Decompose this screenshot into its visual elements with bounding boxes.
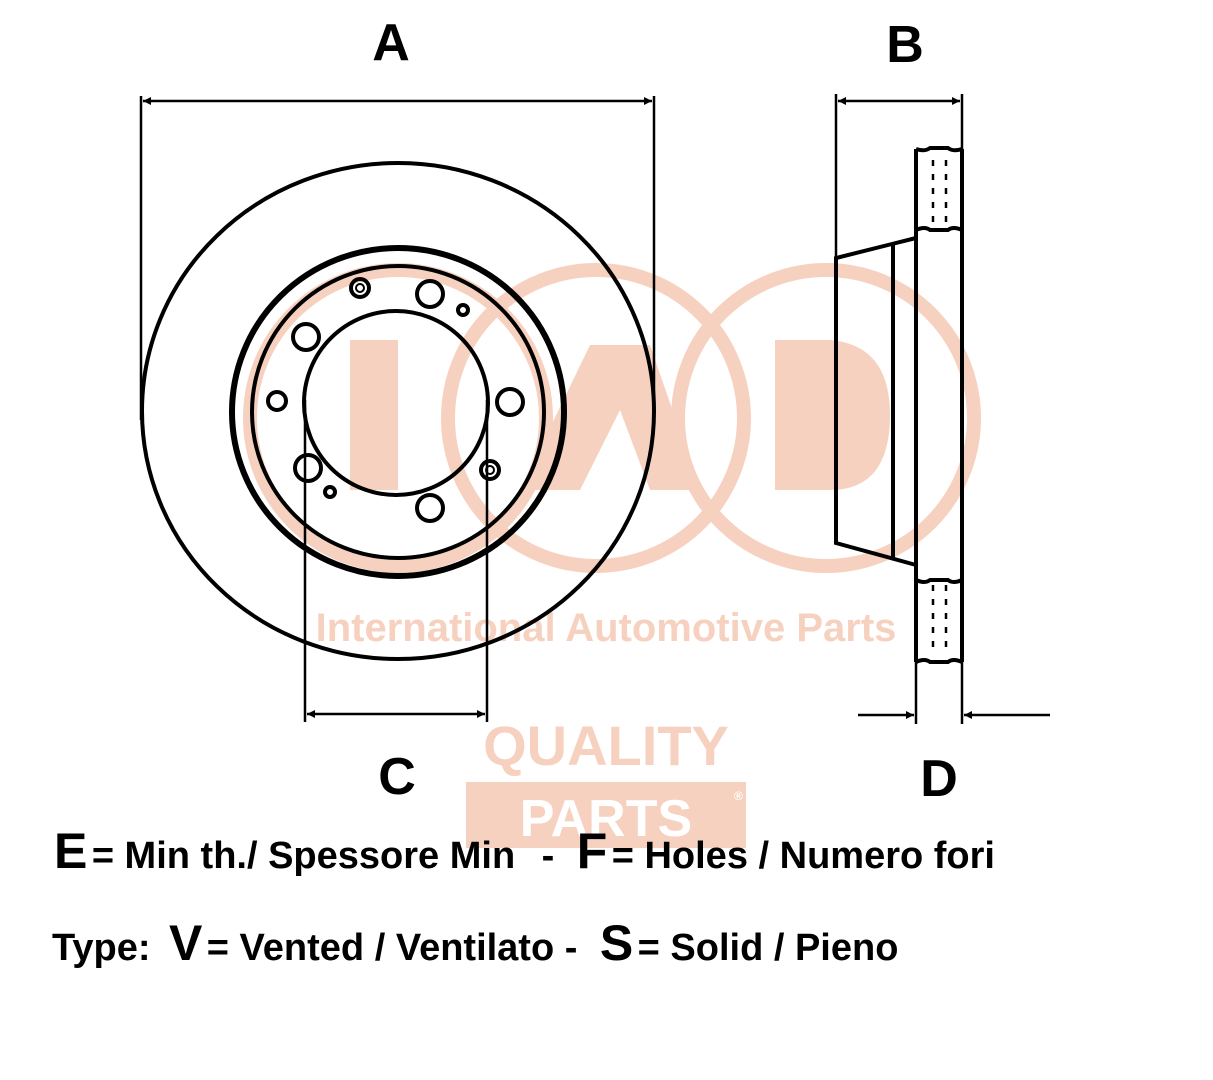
locating-hole: [266, 390, 288, 412]
dimension-b: [834, 94, 964, 258]
disc-hat-outer: [229, 245, 567, 579]
legend-type: Type: V = Vented / Ventilato - S = Solid…: [52, 914, 1213, 972]
disc-hat-inner: [250, 264, 546, 560]
locating-hole: [355, 283, 365, 293]
locating-hole: [349, 277, 371, 299]
legend-v-letter: V: [168, 915, 203, 971]
pin-hole: [456, 303, 470, 317]
legend-s-letter: S: [599, 915, 634, 971]
disc-side-view: [834, 146, 964, 664]
bolt-hole: [415, 493, 445, 523]
legend-min-thickness-holes: E = Min th./ Spessore Min - F = Holes / …: [54, 822, 1213, 880]
legend-v-text: = Vented / Ventilato -: [206, 927, 578, 969]
bolt-hole: [495, 387, 525, 417]
locating-hole: [479, 459, 501, 481]
watermark-quality: QUALITY: [483, 714, 729, 777]
legend-e-letter: E: [54, 823, 88, 879]
bolt-hole: [415, 279, 445, 309]
pin-hole: [323, 485, 337, 499]
watermark-registered: ®: [734, 789, 743, 803]
legend-s-text: = Solid / Pieno: [637, 927, 899, 969]
legend-separator: -: [541, 835, 555, 877]
legend-e-text: = Min th./ Spessore Min: [91, 835, 516, 877]
legend-f-letter: F: [576, 823, 608, 879]
legend-f-text: = Holes / Numero fori: [611, 835, 995, 877]
dimension-d-label: D: [920, 750, 958, 808]
iap-watermark: International Automotive Parts QUALITY P…: [243, 263, 981, 848]
dimension-a-label: A: [372, 14, 410, 72]
dimension-b-label: B: [886, 16, 924, 74]
dimension-a: [139, 96, 656, 420]
iap-logo-letters: [350, 340, 890, 490]
bolt-hole: [291, 322, 321, 352]
watermark-company: International Automotive Parts: [316, 606, 897, 650]
watermark-parts: PARTS: [520, 790, 692, 848]
dimension-d: [858, 662, 1050, 724]
bolt-hole: [293, 453, 323, 483]
watermark-parts-box: [466, 782, 746, 848]
dimension-c-label: C: [378, 748, 416, 806]
legend-type-label: Type:: [52, 927, 151, 969]
dimension-c: [303, 400, 489, 722]
